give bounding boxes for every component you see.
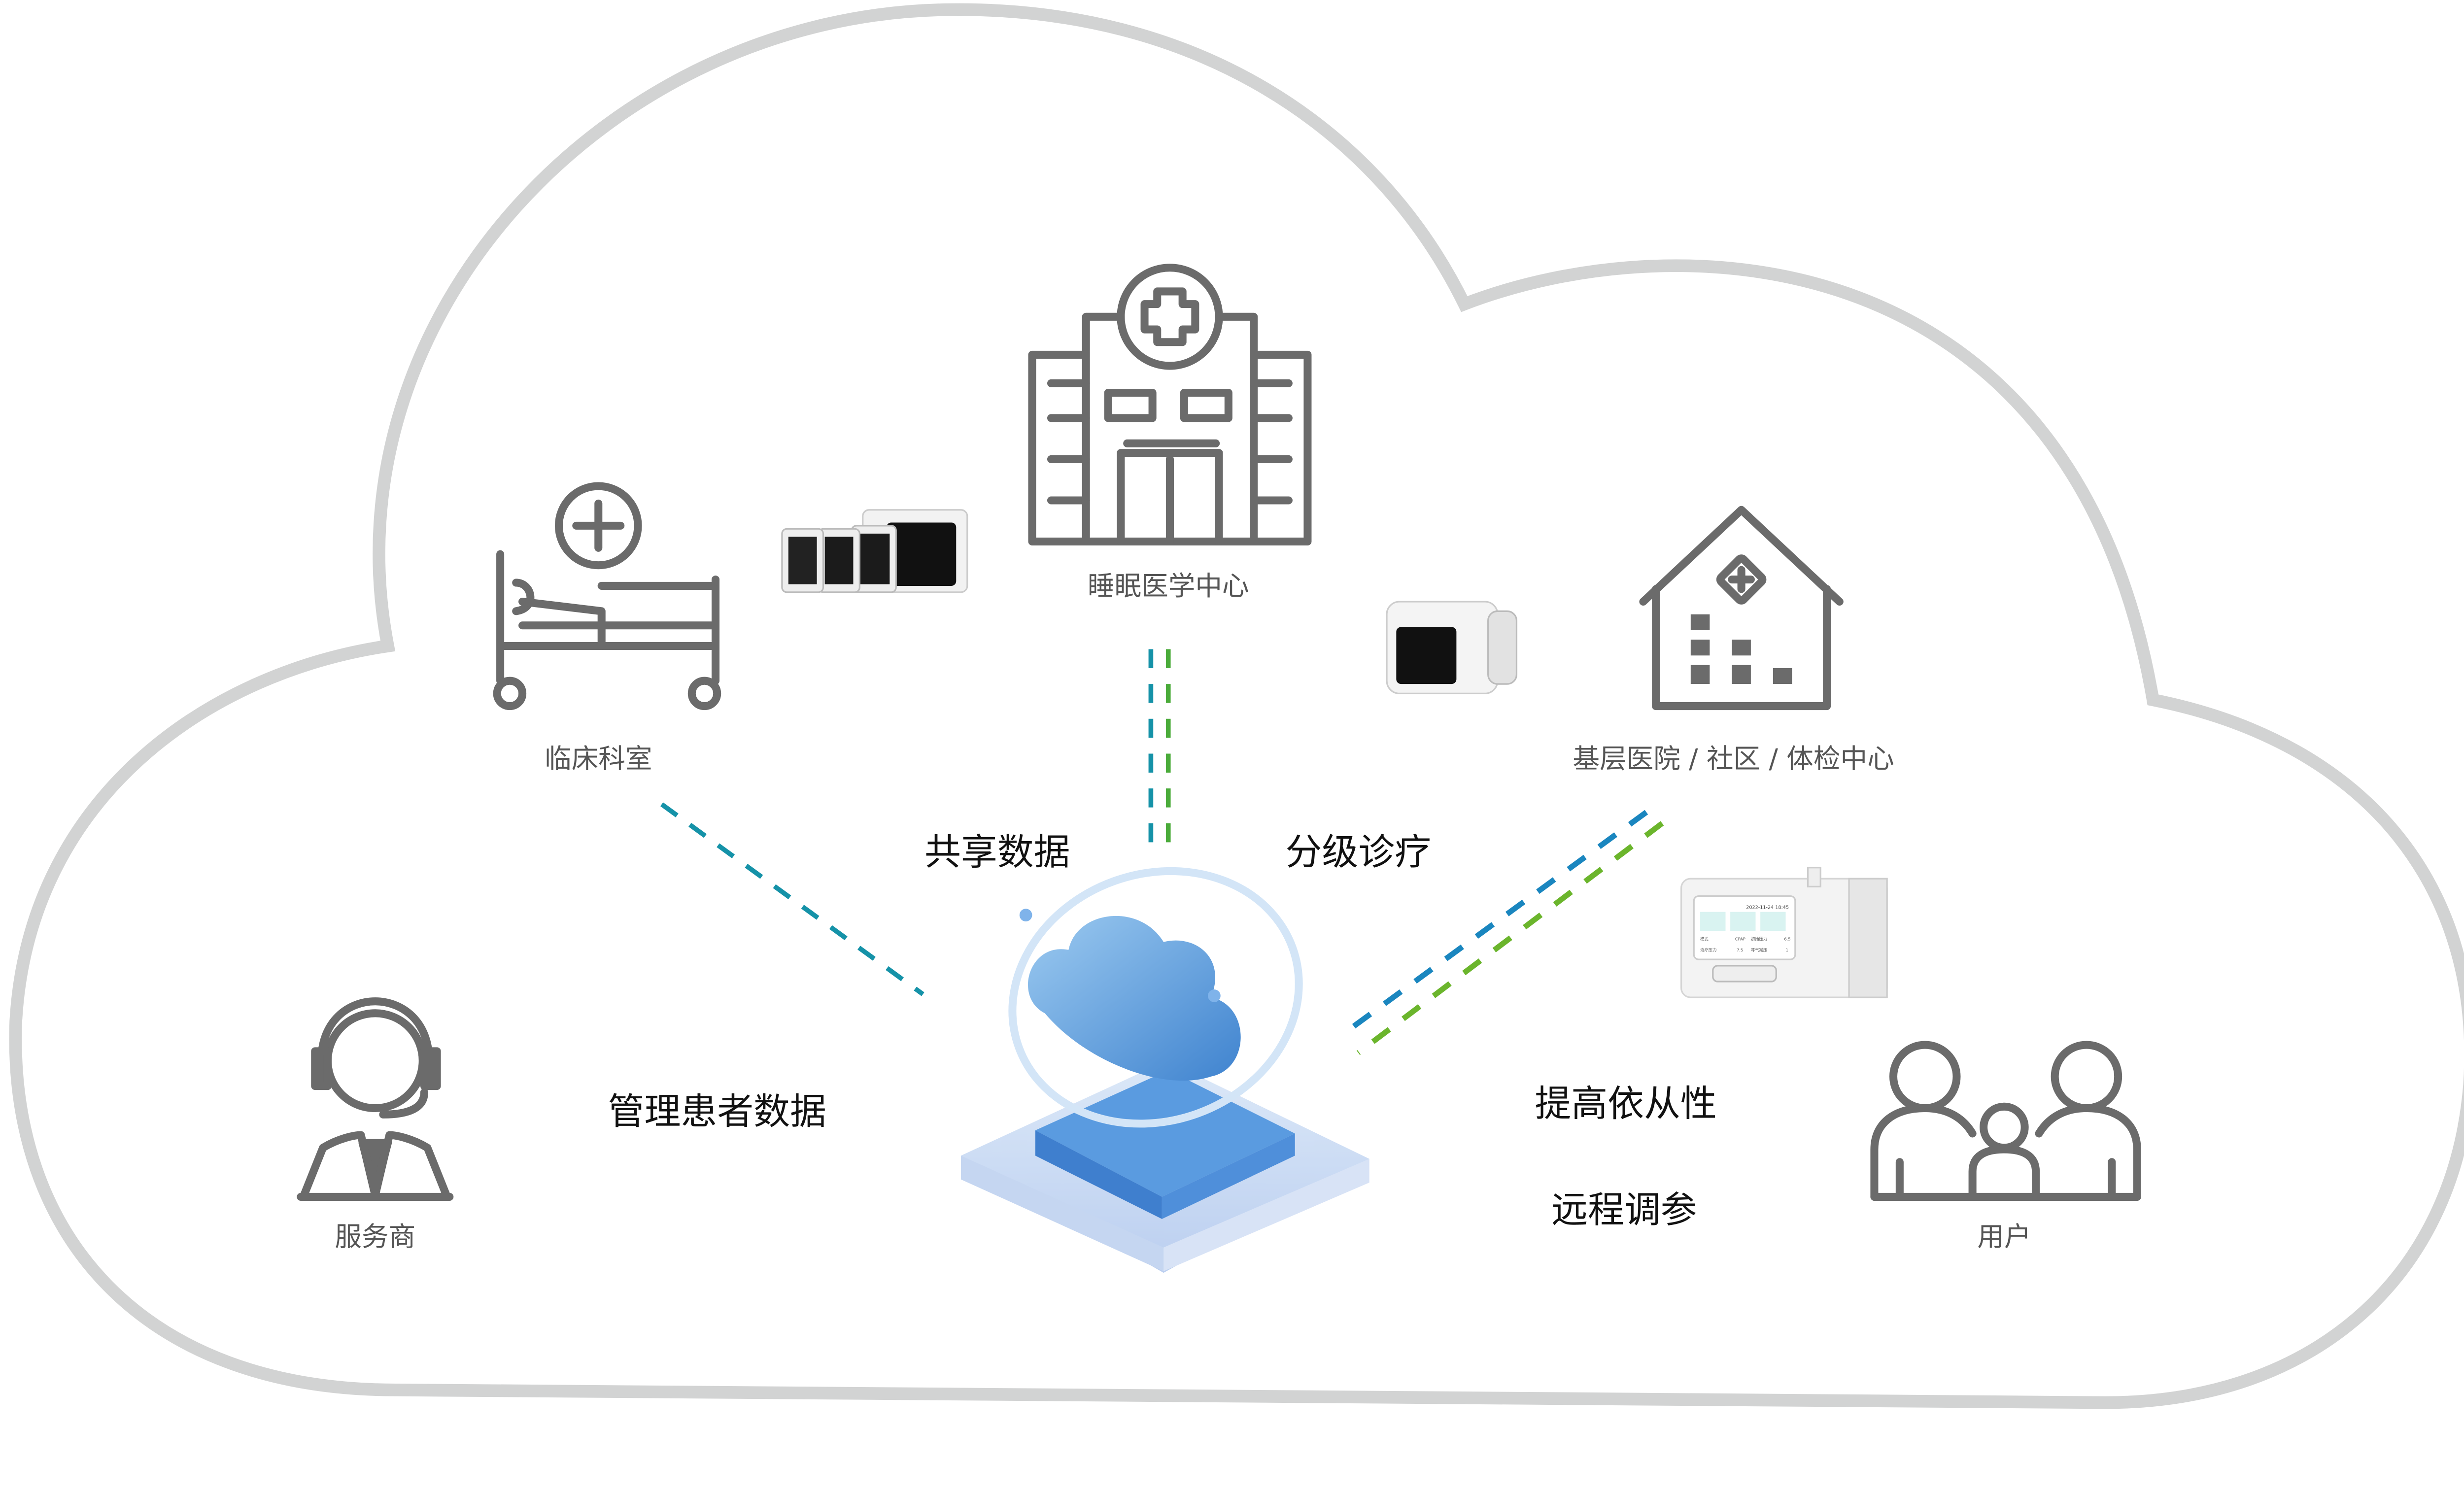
wrist-oximeter-image <box>1386 601 1518 694</box>
link-user <box>1425 1142 1824 1175</box>
mode-label: 模式 <box>1700 937 1709 942</box>
exhale-value: 1 <box>1786 948 1788 952</box>
therapy-pressure-label: 治疗压力 <box>1700 948 1716 952</box>
link-label-tiered-care: 分级诊疗 <box>1285 831 1431 873</box>
building-blocks-icon <box>1690 614 1792 684</box>
link-label-manage-patient-data: 管理患者数据 <box>608 1090 826 1133</box>
community-clinic-icon <box>1639 506 1844 711</box>
customer-service-icon <box>297 997 454 1201</box>
exhale-label: 呼气减压 <box>1751 948 1767 952</box>
hospital-building-icon <box>1028 264 1312 546</box>
link-label-improve-compliance: 提高依从性 <box>1535 1083 1716 1125</box>
cloud-platform-illustration <box>960 867 1369 1273</box>
init-pressure-label: 初始压力 <box>1751 937 1767 942</box>
init-pressure-value: 6.5 <box>1784 937 1790 942</box>
cpap-device-image: 2022-11-24 18:45 模式 CPAP 初始压力 6.5 治疗压力 7… <box>1680 867 1888 998</box>
node-label-clinical: 临床科室 <box>545 743 652 774</box>
therapy-pressure-value: 7.5 <box>1737 948 1743 952</box>
node-label-sleep-center: 睡眠医学中心 <box>1088 570 1249 602</box>
cloud-outline <box>9 3 2464 1409</box>
node-label-user: 用户 <box>1977 1221 2031 1253</box>
node-label-provider: 服务商 <box>335 1221 415 1253</box>
family-users-icon <box>1870 1041 2141 1201</box>
node-label-primary: 基层医院 / 社区 / 体检中心 <box>1573 743 1894 774</box>
link-label-share-data: 共享数据 <box>924 831 1070 873</box>
hospital-bed-icon <box>493 482 721 711</box>
device-datetime: 2022-11-24 18:45 <box>1746 905 1789 910</box>
link-primary <box>1344 810 1664 1055</box>
monitor-device-image <box>781 509 968 593</box>
link-label-remote-tuning: 远程调参 <box>1551 1188 1697 1231</box>
mode-value: CPAP <box>1735 937 1745 942</box>
